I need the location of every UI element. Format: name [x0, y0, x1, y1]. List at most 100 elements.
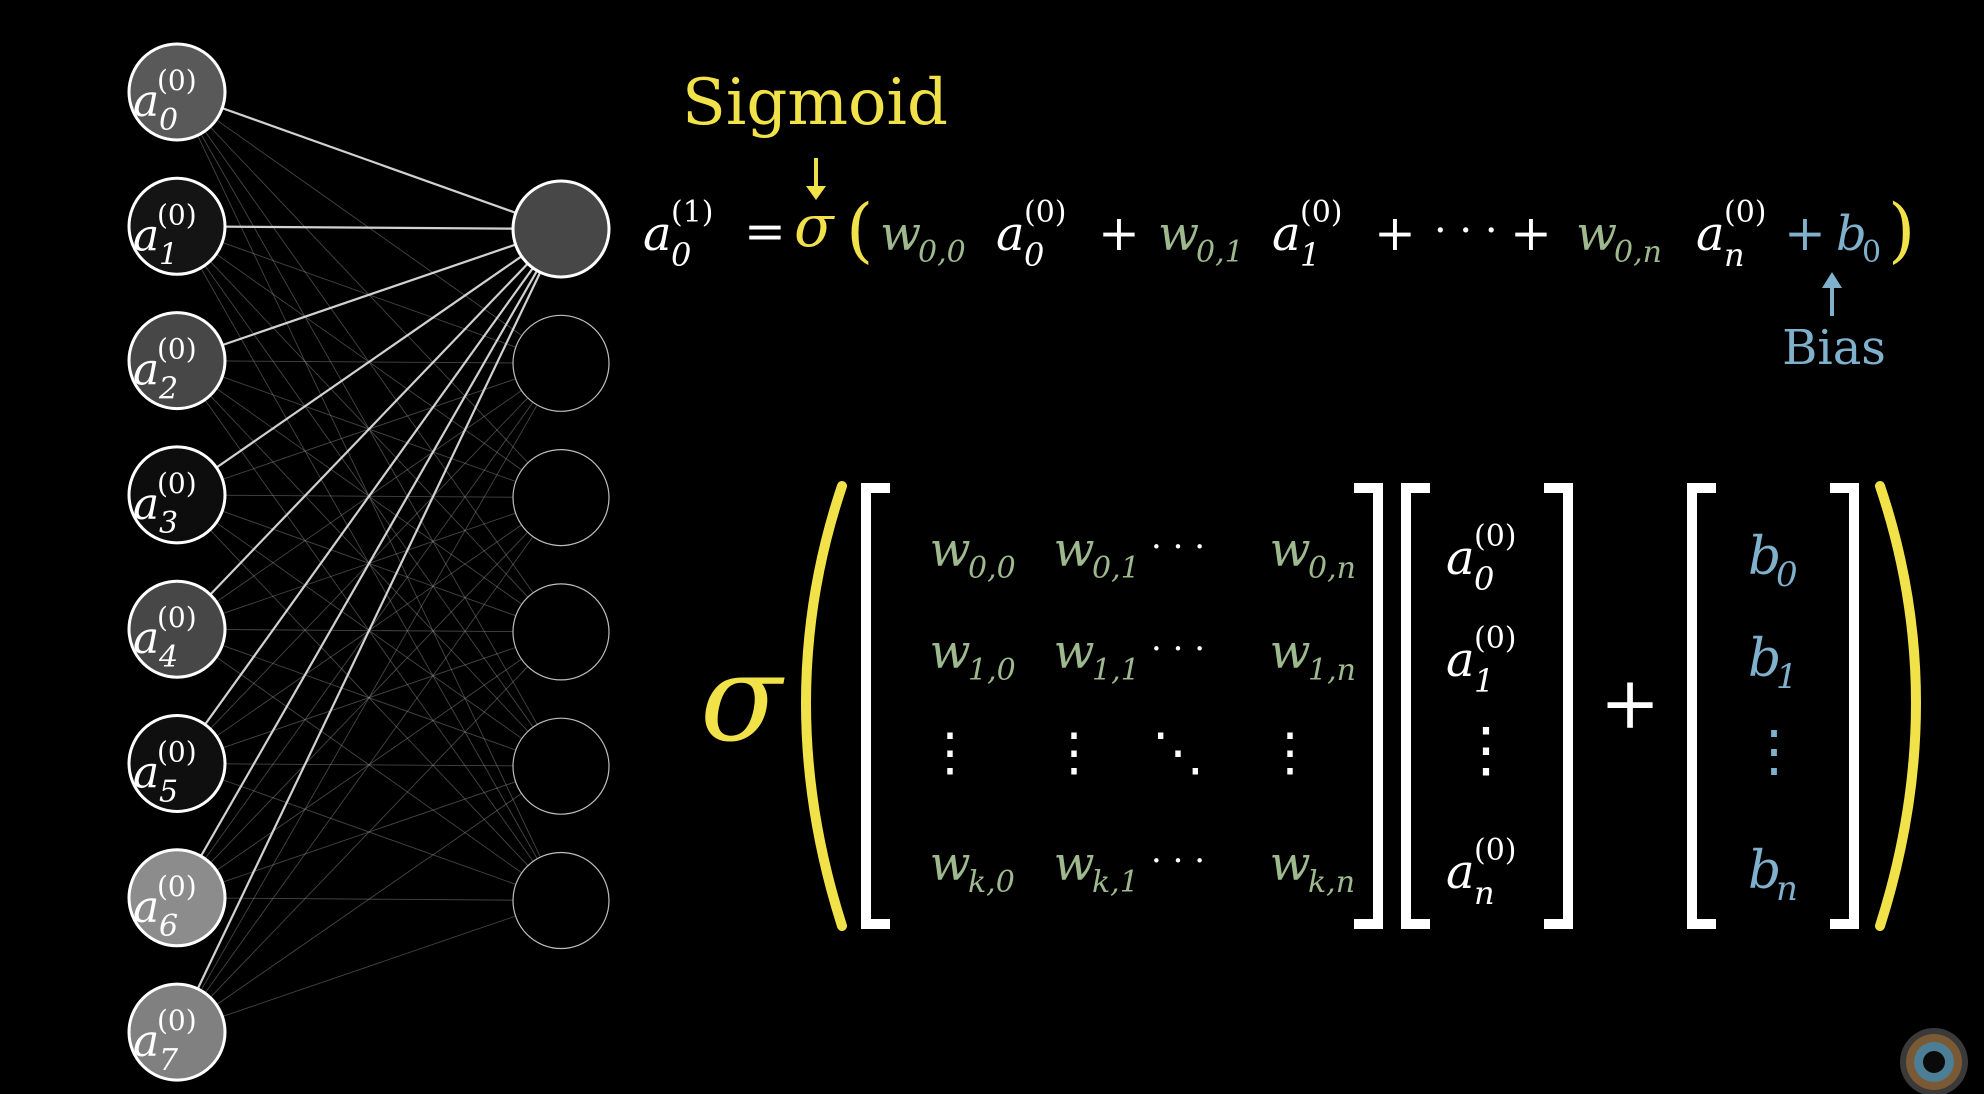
- neuron-label-sub: 5: [159, 775, 178, 810]
- weight-matrix-cell: ⋱: [1152, 723, 1204, 783]
- eq-sigma: σ: [794, 192, 835, 260]
- weight-matrix-cell: · · ·: [1151, 527, 1205, 567]
- neuron-label-sub: 7: [159, 1043, 179, 1078]
- weight-matrix-cell: w: [1269, 624, 1310, 680]
- eq-a1-sub: 1: [1300, 236, 1320, 274]
- top-equation: a 0 (1) = σ ( w 0,0 a 0 (0) + w 0,1 a 1 …: [643, 189, 1915, 274]
- weight-matrix-cell: w: [1053, 836, 1094, 892]
- neuron-label: a: [133, 479, 159, 530]
- weight-matrix-cell: ⋮: [1264, 723, 1316, 783]
- activation-cell-sub: n: [1474, 874, 1495, 912]
- connection-edge: [176, 228, 562, 630]
- hidden-neuron: [512, 314, 610, 412]
- connection-edge: [176, 90, 562, 231]
- input-neuron: [127, 445, 227, 545]
- eq-bias: b: [1836, 206, 1867, 262]
- neuron-label: a: [133, 882, 159, 933]
- input-neuron: [127, 176, 227, 276]
- eq-plus-bias: +: [1784, 204, 1826, 262]
- activation-cell: ⋮: [1456, 715, 1516, 785]
- bias-arrow-head: [1822, 272, 1842, 288]
- neuron-label-sup: (0): [157, 467, 197, 500]
- eq-equals: =: [744, 202, 786, 260]
- matrix-sigma: σ: [700, 630, 785, 769]
- neuron-label: a: [133, 76, 159, 127]
- weight-matrix-right-bracket: [1354, 483, 1383, 929]
- hidden-layer-neurons: [511, 179, 611, 950]
- neuron-label-sup: (0): [157, 198, 197, 231]
- channel-logo: [1900, 1028, 1968, 1094]
- weight-matrix-cell-sub: 0,n: [1308, 551, 1356, 586]
- connection-edge: [176, 765, 562, 899]
- weight-matrix-cell-sub: 0,1: [1092, 551, 1140, 586]
- connection-edge: [176, 900, 562, 1033]
- bias-vector-left-bracket: [1687, 483, 1716, 929]
- eq-a1-sup: (0): [1300, 195, 1343, 230]
- neuron-label: a: [133, 1016, 159, 1067]
- activation-vector-left-bracket: [1401, 483, 1430, 929]
- weight-matrix-cell: · · ·: [1151, 629, 1205, 669]
- eq-plus-1: +: [1098, 204, 1140, 262]
- neuron-label-sub: 1: [159, 237, 178, 272]
- weight-matrix-cell: w: [1053, 522, 1094, 578]
- bias-cell: b: [1748, 527, 1781, 587]
- bias-cell-sub: 0: [1776, 555, 1798, 595]
- activation-cell: a: [1446, 632, 1475, 688]
- eq-w01: w: [1158, 206, 1199, 262]
- neuron-label-sup: (0): [157, 870, 197, 903]
- hidden-neuron: [512, 449, 610, 547]
- activation-cell-sub: 0: [1474, 560, 1494, 598]
- eq-w0n: w: [1576, 206, 1617, 262]
- eq-open-paren: (: [846, 189, 873, 271]
- neuron-label-sub: 3: [159, 506, 178, 541]
- neuron-label-sup: (0): [157, 333, 197, 366]
- eq-a0: a: [996, 206, 1025, 262]
- eq-a1: a: [1272, 206, 1301, 262]
- weight-matrix-left-bracket: [861, 483, 890, 929]
- weight-matrix-cell: ⋮: [924, 723, 976, 783]
- connection-edge: [176, 228, 562, 1033]
- weight-matrix-cell-sub: k,1: [1092, 865, 1139, 900]
- neuron-label: a: [133, 210, 159, 261]
- connection-edge: [176, 763, 562, 767]
- weight-matrix-cell-sub: 1,0: [968, 653, 1016, 688]
- neuron-label-sup: (0): [157, 1004, 197, 1037]
- eq-lhs: a: [643, 206, 672, 262]
- connection-edge: [176, 631, 562, 1033]
- activation-cell-sup: (0): [1474, 833, 1517, 868]
- eq-an-sub: n: [1724, 236, 1745, 274]
- connection-edge: [176, 227, 562, 362]
- eq-lhs-sub: 0: [671, 236, 691, 274]
- eq-w0n-sub: 0,n: [1614, 235, 1662, 270]
- eq-w00: w: [880, 206, 921, 262]
- weight-matrix-cell-sub: k,0: [968, 865, 1015, 900]
- weight-matrix-cell-sub: 0,0: [968, 551, 1016, 586]
- eq-plus-3: +: [1510, 204, 1552, 262]
- bias-cell: ⋮: [1746, 719, 1802, 784]
- weight-matrix-cell-sub: 1,n: [1308, 653, 1356, 688]
- matrix-close-paren: [1875, 481, 1921, 931]
- connection-edge: [176, 631, 562, 764]
- neuron-label: a: [133, 613, 159, 664]
- activation-cell: a: [1446, 530, 1475, 586]
- neuron-label-sup: (0): [157, 601, 197, 634]
- connection-edge: [176, 631, 562, 899]
- connection-edge: [176, 228, 562, 765]
- hidden-neuron: [512, 583, 610, 681]
- weight-matrix-cell: w: [929, 624, 970, 680]
- bias-cell: b: [1748, 841, 1781, 901]
- input-neuron: [127, 579, 227, 679]
- neuron-label: a: [133, 345, 159, 396]
- eq-plus-2: +: [1374, 204, 1416, 262]
- input-neuron: [127, 848, 227, 948]
- input-neuron: [127, 42, 227, 142]
- neuron-label-sub: 2: [158, 372, 178, 407]
- connection-edge: [176, 228, 562, 496]
- weight-matrix-cell-sub: k,n: [1308, 865, 1355, 900]
- eq-an-sup: (0): [1724, 195, 1767, 230]
- weight-matrix-cell: · · ·: [1151, 841, 1205, 881]
